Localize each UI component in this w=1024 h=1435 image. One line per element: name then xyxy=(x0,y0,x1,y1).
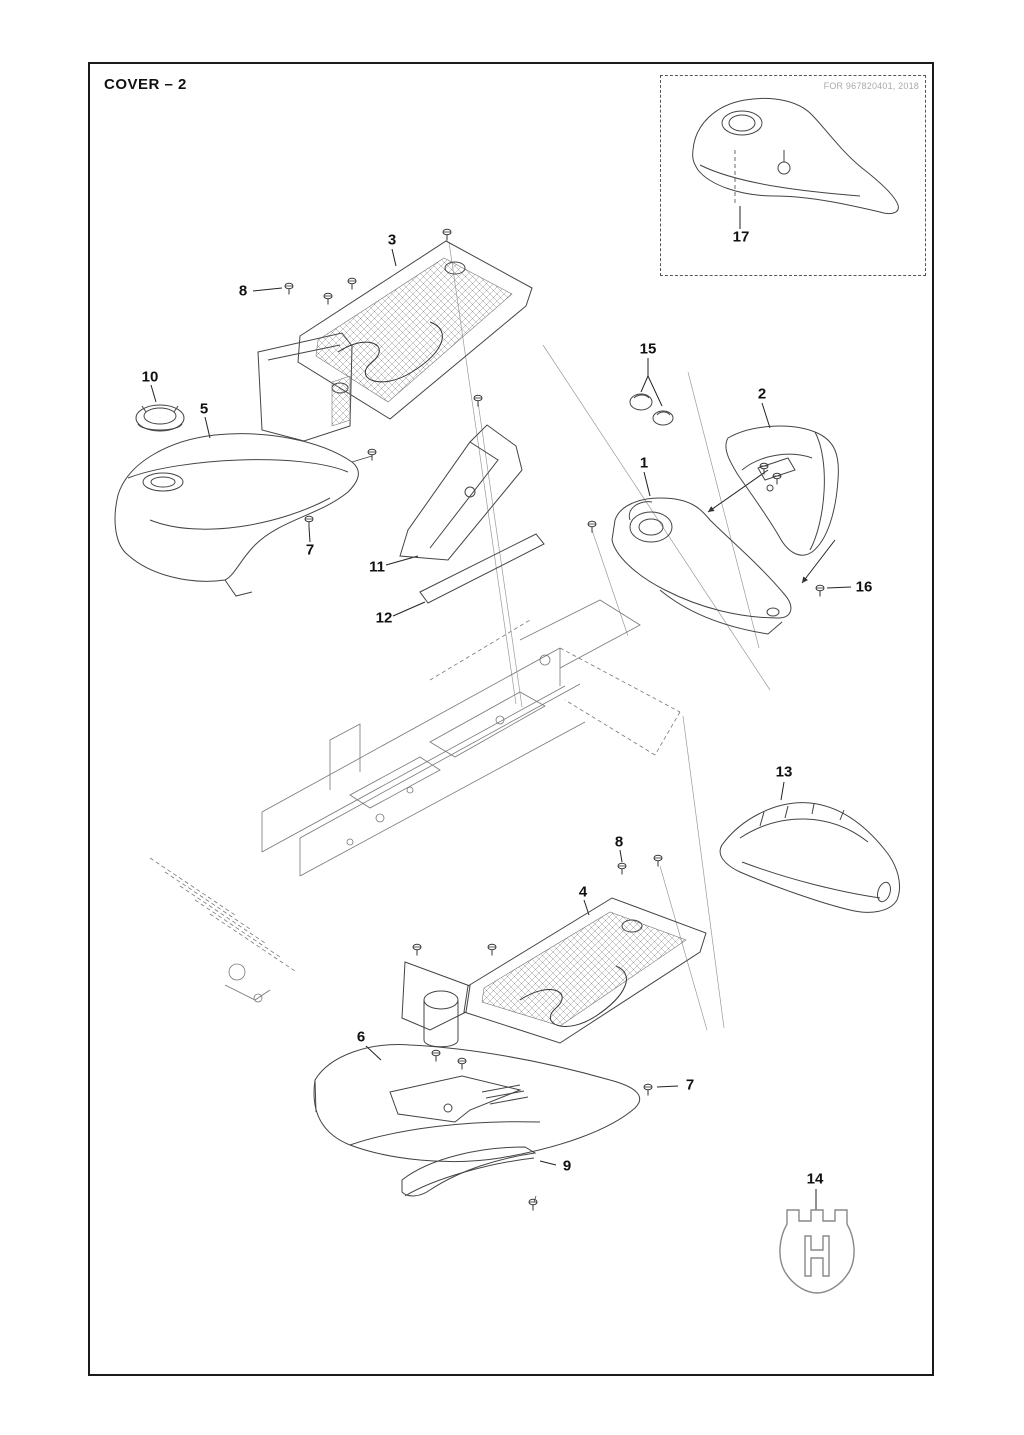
callout-9: 9 xyxy=(562,1157,572,1175)
callout-14: 14 xyxy=(806,1170,824,1188)
callout-17: 17 xyxy=(732,228,750,246)
page-title: COVER – 2 xyxy=(104,76,187,93)
callout-3: 3 xyxy=(387,231,397,249)
callout-15: 15 xyxy=(639,340,657,358)
callout-12: 12 xyxy=(375,609,393,627)
callout-13: 13 xyxy=(775,763,793,781)
callout-1: 1 xyxy=(639,454,649,472)
callout-7-right: 7 xyxy=(685,1076,695,1094)
callout-8-lower: 8 xyxy=(614,833,624,851)
callout-11: 11 xyxy=(369,558,385,576)
inset-note: FOR 967820401, 2018 xyxy=(823,81,919,91)
callout-7-left: 7 xyxy=(305,541,315,559)
callout-16: 16 xyxy=(855,578,873,596)
callout-5: 5 xyxy=(199,400,209,418)
callout-8-top: 8 xyxy=(238,282,248,300)
callout-4: 4 xyxy=(578,883,588,901)
inset-box: FOR 967820401, 2018 xyxy=(660,75,926,276)
callout-6: 6 xyxy=(356,1028,366,1046)
callout-2: 2 xyxy=(757,385,767,403)
callout-10: 10 xyxy=(141,368,159,386)
